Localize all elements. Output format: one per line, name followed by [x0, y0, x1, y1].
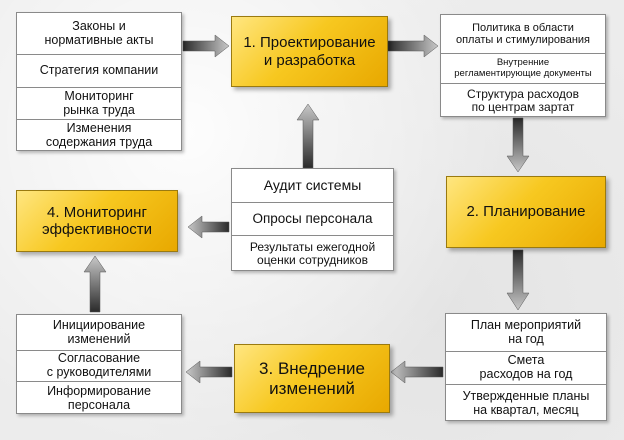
- planning-output-item: Смета расходов на год: [446, 351, 606, 384]
- stage-design-label: 1. Проектирование и разработка: [243, 34, 376, 69]
- inputs-list: Законы и нормативные акты Стратегия комп…: [16, 12, 182, 151]
- stage-planning-label: 2. Планирование: [466, 203, 586, 221]
- arrow-implementation-to-actions: [185, 360, 233, 384]
- arrow-plans-to-implementation: [390, 360, 444, 384]
- design-output-item: Внутренние регламентирующие документы: [441, 53, 605, 83]
- stage-monitoring: 4. Мониторинг эффективности: [16, 190, 178, 252]
- planning-outputs-list: План мероприятий на год Смета расходов н…: [445, 313, 607, 421]
- input-item: Стратегия компании: [17, 54, 181, 87]
- planning-output-item: План мероприятий на год: [470, 317, 582, 346]
- arrow-planning-to-plans: [506, 249, 530, 311]
- stage-design: 1. Проектирование и разработка: [231, 16, 388, 87]
- design-outputs-list: Политика в области оплаты и стимулирован…: [440, 14, 606, 117]
- stage-implementation: 3. Внедрение изменений: [234, 344, 390, 413]
- arrow-audit-to-monitoring: [187, 215, 230, 239]
- input-item: Законы и нормативные акты: [44, 18, 154, 47]
- arrow-actions-to-monitoring: [83, 255, 107, 313]
- input-item: Изменения содержания труда: [17, 119, 181, 152]
- audit-item: Аудит системы: [263, 176, 362, 193]
- arrow-inputs-to-design: [182, 34, 230, 58]
- planning-output-item: Утвержденные планы на квартал, месяц: [446, 384, 606, 422]
- audit-item: Опросы персонала: [232, 202, 393, 235]
- implementation-item: Информирование персонала: [17, 381, 181, 415]
- input-item: Мониторинг рынка труда: [17, 87, 181, 119]
- implementation-item: Согласование с руководителями: [17, 350, 181, 381]
- implementation-item: Инициирование изменений: [52, 317, 146, 346]
- arrow-design-to-outputs: [387, 34, 439, 58]
- design-output-item: Политика в области оплаты и стимулирован…: [455, 21, 590, 46]
- audit-item: Результаты ежегодной оценки сотрудников: [232, 235, 393, 272]
- arrow-audit-to-design: [296, 103, 320, 169]
- stage-planning: 2. Планирование: [446, 176, 606, 248]
- audit-list: Аудит системы Опросы персонала Результат…: [231, 168, 394, 271]
- arrow-outputs-to-planning: [506, 117, 530, 173]
- design-output-item: Структура расходов по центрам зартат: [441, 83, 605, 118]
- stage-implementation-label: 3. Внедрение изменений: [259, 358, 365, 398]
- implementation-actions-list: Инициирование изменений Согласование с р…: [16, 314, 182, 414]
- stage-monitoring-label: 4. Мониторинг эффективности: [41, 203, 152, 238]
